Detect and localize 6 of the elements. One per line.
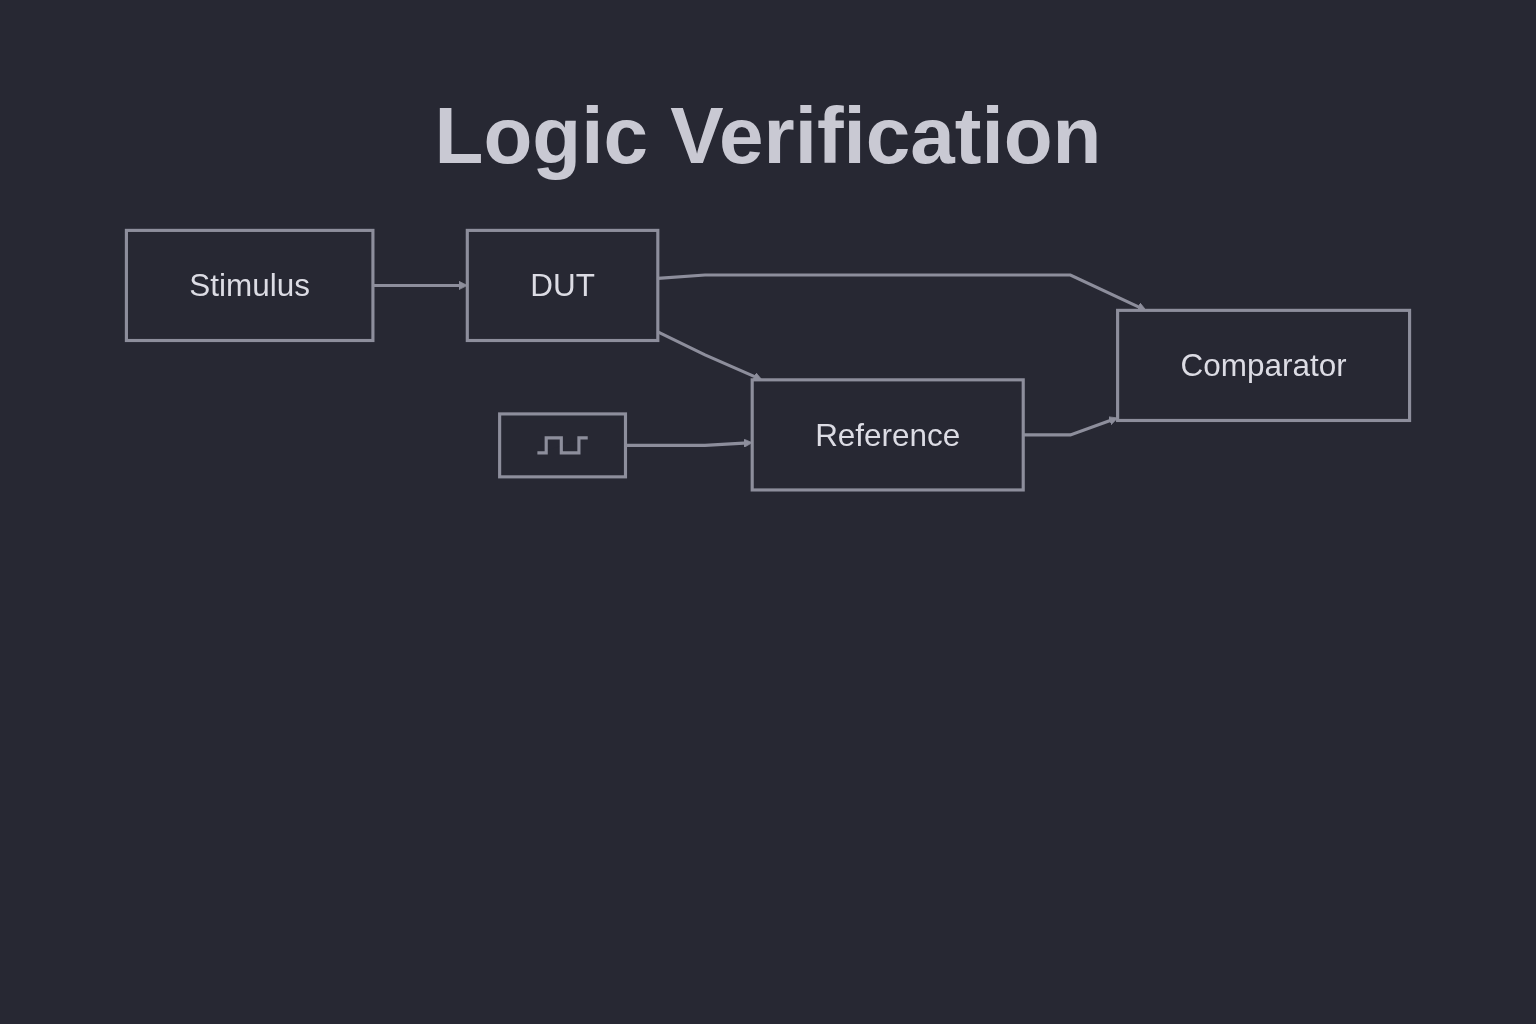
process-box: Comparator — [1116, 308, 1412, 423]
process-box: DUT — [465, 228, 660, 343]
square-wave-icon — [498, 412, 628, 479]
process-box: Reference — [750, 378, 1025, 492]
diagram-title: Logic Verification — [433, 90, 1103, 182]
process-box: Stimulus — [124, 228, 375, 343]
